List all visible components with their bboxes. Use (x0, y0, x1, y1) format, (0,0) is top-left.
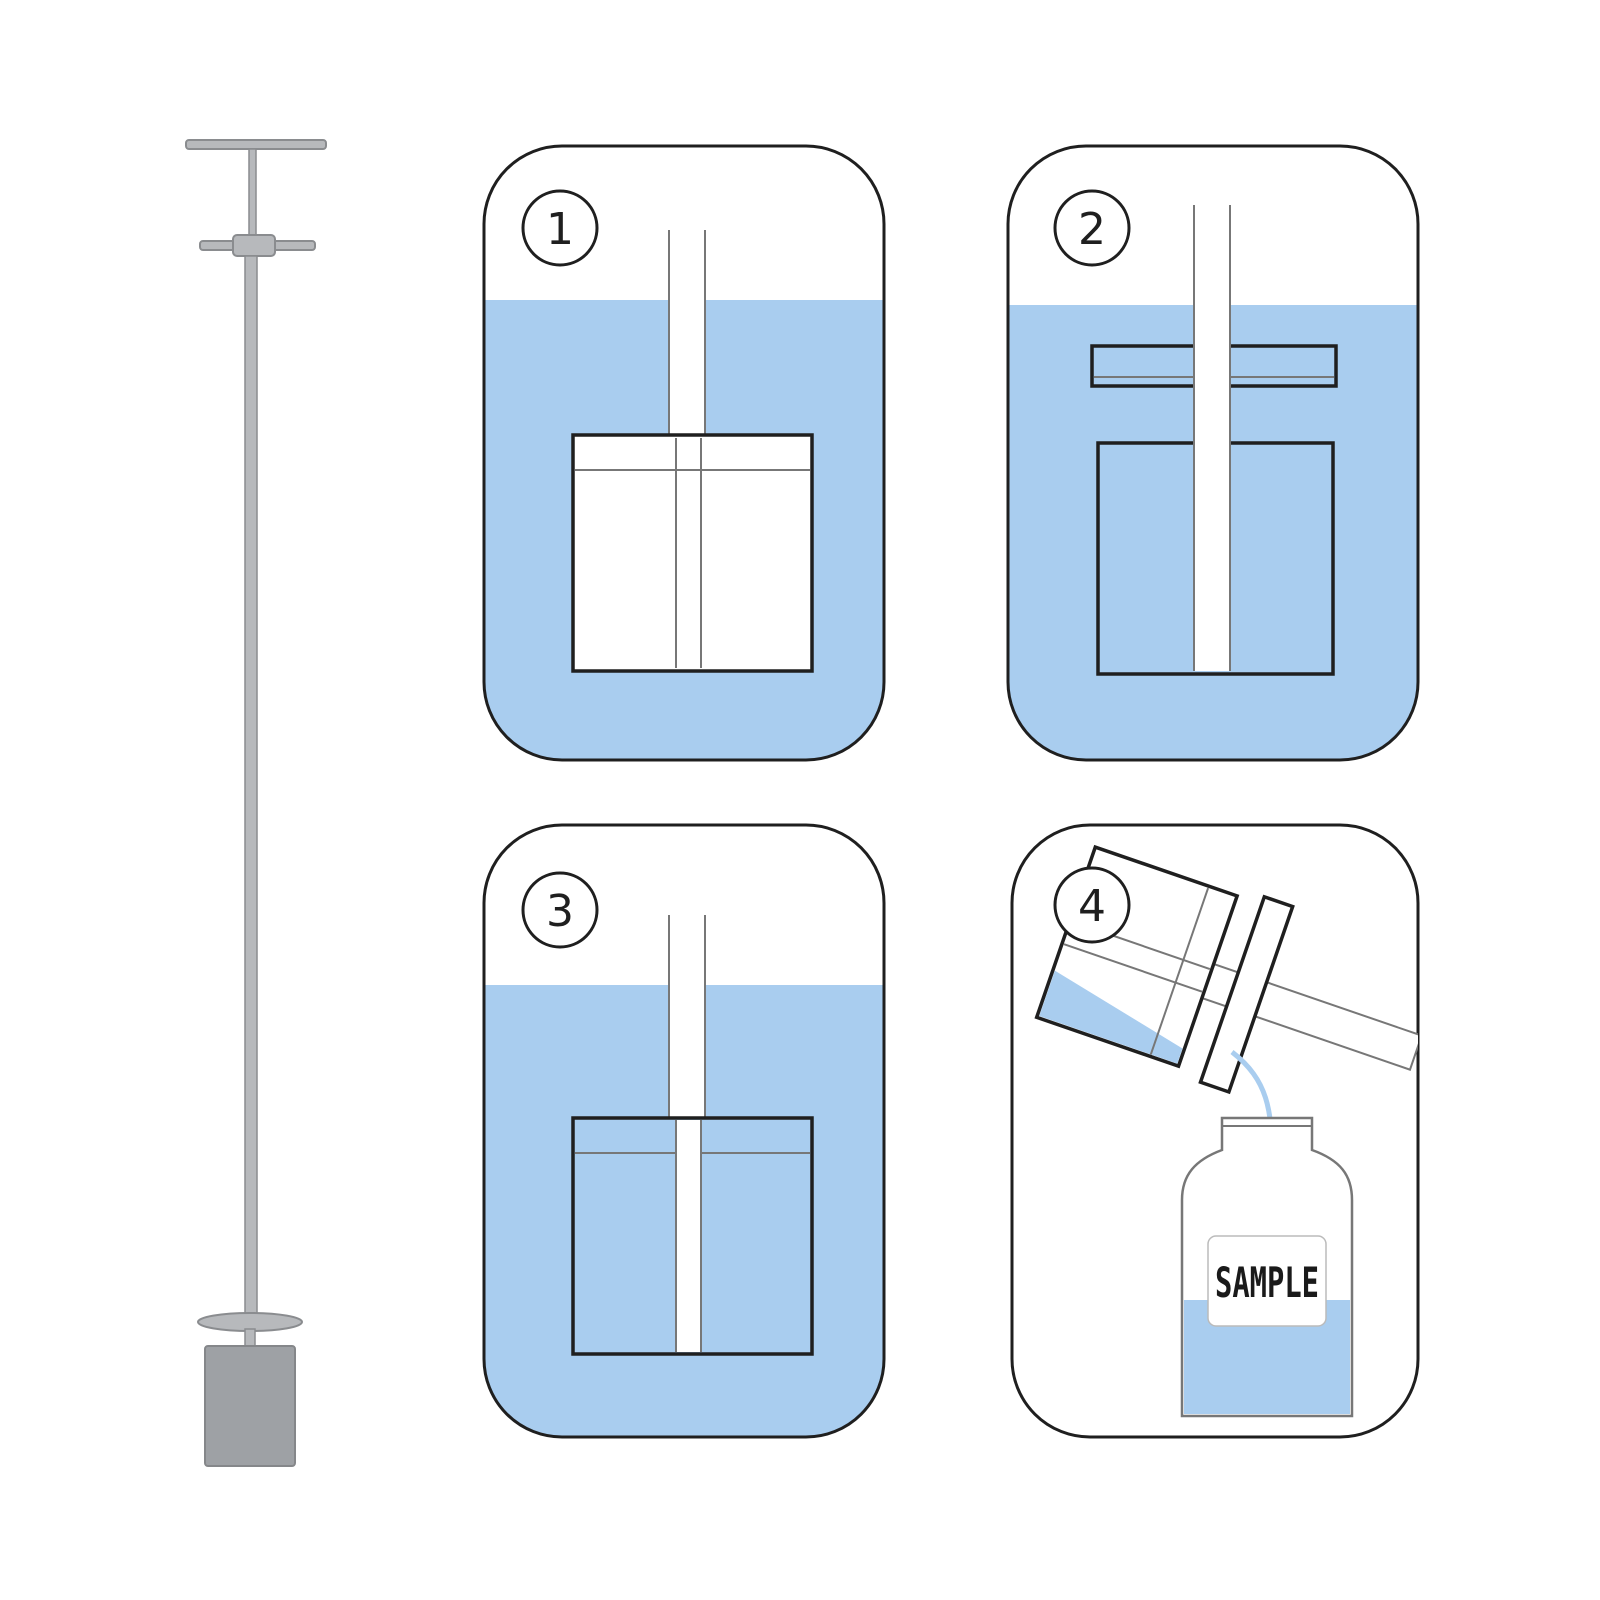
sampler-upper-rod (248, 148, 257, 242)
step-4-number: 4 (1078, 881, 1106, 932)
rod-inside (676, 1120, 701, 1352)
sampler-rod (1194, 205, 1230, 671)
step-2-frame (1006, 144, 1420, 762)
step-panel-3: 3 (482, 823, 886, 1439)
step-panel-2: 2 (1006, 144, 1420, 762)
step-3-number-circle (521, 871, 599, 949)
step-1-number-circle (521, 189, 599, 267)
rod-inside (1063, 943, 1203, 993)
tilted-sampler (1034, 844, 1418, 1095)
depth-sampler-tool (185, 139, 327, 1467)
step-3-frame (482, 823, 886, 1439)
sample-label-box (1207, 1235, 1327, 1327)
rod-fill (670, 230, 704, 445)
step-4-frame (1010, 823, 1420, 1439)
step-1-frame (482, 144, 886, 762)
sampler-container-empty (571, 433, 814, 673)
sampler-rod (244, 255, 258, 1321)
rod-fill (669, 915, 705, 1120)
step-1-number: 1 (546, 204, 574, 255)
sampler-lid-stem (244, 1328, 256, 1348)
sampler-lid-detached (1198, 894, 1295, 1095)
sampler-cylinder (204, 1345, 296, 1467)
lid-line (1149, 887, 1210, 1055)
bottle-water (1184, 1300, 1350, 1414)
step-2-number: 2 (1078, 204, 1106, 255)
sample-bottle: SAMPLE (1180, 1116, 1354, 1418)
sampler-top-handle (185, 139, 327, 150)
step-2-number-circle (1053, 189, 1131, 267)
step-3-number: 3 (546, 886, 574, 937)
water-in-container (1039, 970, 1183, 1064)
step-panel-1: 1 (482, 144, 886, 762)
step-panel-4: SAMPLE 4 (1010, 823, 1420, 1439)
sample-label: SAMPLE (1215, 1258, 1319, 1307)
sampler-handle-collar (232, 234, 276, 257)
step-4-number-circle (1053, 866, 1131, 944)
